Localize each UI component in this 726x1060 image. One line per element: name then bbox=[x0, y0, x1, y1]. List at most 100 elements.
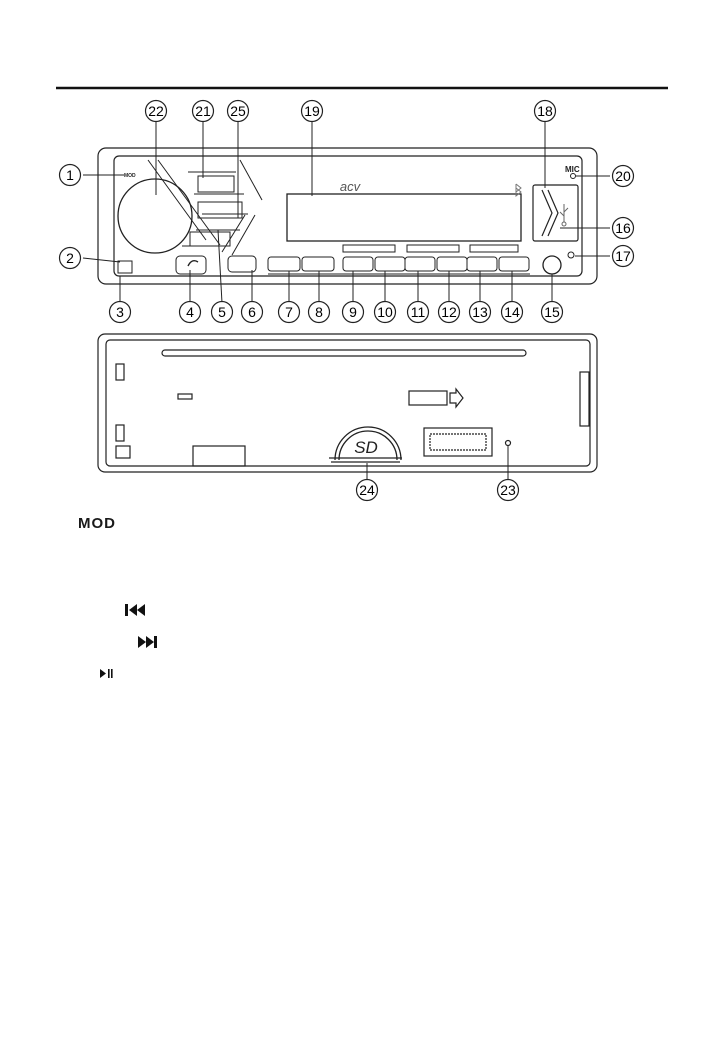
mod-small-label: MOD bbox=[124, 173, 136, 179]
callout-17: 17 bbox=[611, 244, 635, 268]
callout-circle bbox=[341, 300, 365, 324]
callout-circle bbox=[611, 244, 635, 268]
reset-hole bbox=[567, 251, 575, 259]
mod-legend-label: MOD bbox=[78, 515, 116, 532]
usb-icon bbox=[559, 204, 569, 227]
callout-22: 22 bbox=[144, 99, 168, 123]
callout-13: 13 bbox=[468, 300, 492, 324]
callout-20: 20 bbox=[611, 164, 635, 188]
callout-11: 11 bbox=[406, 300, 430, 324]
callout-number: 25 bbox=[230, 103, 246, 119]
callout-25: 25 bbox=[226, 99, 250, 123]
callout-number: 13 bbox=[472, 304, 488, 320]
callout-number: 2 bbox=[66, 250, 74, 266]
callout-number: 19 bbox=[304, 103, 320, 119]
callout-circle bbox=[406, 300, 430, 324]
callout-circle bbox=[300, 99, 324, 123]
callout-circle bbox=[611, 216, 635, 240]
callout-circle bbox=[533, 99, 557, 123]
callout-16: 16 bbox=[611, 216, 635, 240]
callout-number: 6 bbox=[248, 304, 256, 320]
callout-number: 21 bbox=[195, 103, 211, 119]
callout-number: 17 bbox=[615, 248, 631, 264]
callout-8: 8 bbox=[307, 300, 331, 324]
callout-21: 21 bbox=[191, 99, 215, 123]
callout-circle bbox=[58, 246, 82, 270]
callout-number: 15 bbox=[544, 304, 560, 320]
callout-4: 4 bbox=[178, 300, 202, 324]
callout-circle bbox=[191, 99, 215, 123]
callout-number: 4 bbox=[186, 304, 194, 320]
callout-circle bbox=[373, 300, 397, 324]
chassis bbox=[97, 333, 598, 473]
bezel-slants bbox=[147, 159, 263, 256]
leader-lines bbox=[82, 120, 610, 480]
mic-label: MIC bbox=[565, 165, 580, 174]
display-window bbox=[286, 193, 522, 242]
callout-circle bbox=[611, 164, 635, 188]
callout-23: 23 bbox=[496, 478, 520, 502]
callout-circle bbox=[496, 478, 520, 502]
callout-circle bbox=[240, 300, 264, 324]
callout-14: 14 bbox=[500, 300, 524, 324]
callout-number: 9 bbox=[349, 304, 357, 320]
callout-circle bbox=[108, 300, 132, 324]
callout-number: 24 bbox=[359, 482, 375, 498]
usb-cover bbox=[532, 184, 579, 242]
play-pause-icon bbox=[100, 669, 113, 678]
callout-number: 7 bbox=[285, 304, 293, 320]
display-button bbox=[197, 201, 243, 219]
mic-hole bbox=[570, 173, 576, 179]
callout-number: 8 bbox=[315, 304, 323, 320]
callout-circle bbox=[58, 163, 82, 187]
callout-5: 5 bbox=[210, 300, 234, 324]
callout-3: 3 bbox=[108, 300, 132, 324]
callout-circle bbox=[437, 300, 461, 324]
skip-next-icon bbox=[138, 636, 157, 648]
callout-number: 18 bbox=[537, 103, 553, 119]
bluetooth-icon bbox=[515, 183, 522, 198]
callout-circle bbox=[540, 300, 564, 324]
callout-number: 1 bbox=[66, 167, 74, 183]
callout-circle bbox=[210, 300, 234, 324]
callout-number: 23 bbox=[500, 482, 516, 498]
callout-7: 7 bbox=[277, 300, 301, 324]
callout-circle bbox=[226, 99, 250, 123]
callout-number: 22 bbox=[148, 103, 164, 119]
callout-circle bbox=[144, 99, 168, 123]
callout-12: 12 bbox=[437, 300, 461, 324]
callout-9: 9 bbox=[341, 300, 365, 324]
callout-number: 5 bbox=[218, 304, 226, 320]
callout-1: 1 bbox=[58, 163, 82, 187]
front-panel bbox=[97, 147, 598, 285]
sd-slot bbox=[329, 426, 402, 463]
band-button bbox=[197, 175, 235, 193]
callout-18: 18 bbox=[533, 99, 557, 123]
button-row bbox=[175, 244, 530, 275]
mode-button bbox=[189, 231, 231, 247]
callout-19: 19 bbox=[300, 99, 324, 123]
callout-number: 11 bbox=[411, 304, 426, 320]
callout-15: 15 bbox=[540, 300, 564, 324]
volume-knob bbox=[117, 178, 193, 254]
legend-mod: MOD bbox=[78, 515, 116, 532]
callout-circle bbox=[355, 478, 379, 502]
brand-logo: acv bbox=[340, 179, 362, 194]
callout-number: 10 bbox=[377, 304, 393, 320]
callout-24: 24 bbox=[355, 478, 379, 502]
callout-circle bbox=[178, 300, 202, 324]
callout-number: 16 bbox=[615, 220, 631, 236]
callout-circle bbox=[277, 300, 301, 324]
callout-number: 20 bbox=[615, 168, 631, 184]
callout-6: 6 bbox=[240, 300, 264, 324]
callout-number: 14 bbox=[504, 304, 520, 320]
callout-circle bbox=[468, 300, 492, 324]
sd-label: SD bbox=[354, 438, 378, 457]
callout-circle bbox=[500, 300, 524, 324]
release-button bbox=[117, 260, 133, 274]
callout-2: 2 bbox=[58, 246, 82, 270]
skip-previous-icon bbox=[125, 604, 145, 616]
callout-number: 12 bbox=[441, 304, 457, 320]
